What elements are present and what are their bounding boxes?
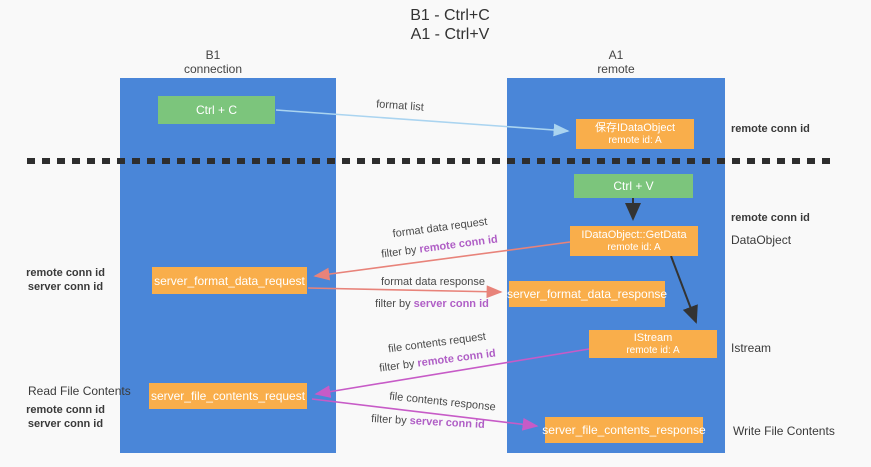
server-file-contents-response-label: server_file_contents_response xyxy=(542,423,706,437)
filter-by-prefix: filter by xyxy=(375,298,414,310)
write-file-contents-label: Write File Contents xyxy=(733,424,835,438)
format-list-label: format list xyxy=(375,98,425,114)
lifeline-a1-name: A1 xyxy=(608,48,624,62)
filter-key-remote-conn-id: remote conn id xyxy=(418,233,499,256)
server-format-data-request-label: server_format_data_request xyxy=(154,273,305,288)
filter-by-prefix: filter by xyxy=(378,357,419,375)
server-format-data-response-box: server_format_data_response xyxy=(506,281,668,307)
file-contents-response-filter-label: filter by server conn id xyxy=(348,412,508,432)
istream-line2: remote id: A xyxy=(626,344,680,356)
ctrl-c-label: Ctrl + C xyxy=(195,103,237,117)
format-data-response-arrow xyxy=(307,285,503,299)
istream-box: IStream remote id: A xyxy=(589,330,717,358)
filter-by-prefix: filter by xyxy=(380,243,421,261)
server-file-contents-request-box: server_file_contents_request xyxy=(149,383,307,409)
dataobject-label: DataObject xyxy=(731,233,792,247)
ctrl-v-label: Ctrl + V xyxy=(613,179,654,193)
filter-by-prefix: filter by xyxy=(370,413,410,428)
save-idataobject-line2: remote id: A xyxy=(608,134,662,146)
right-remote-conn-id-mid-label: remote conn id xyxy=(731,212,810,224)
format-data-response-filter-label: filter by server conn id xyxy=(352,298,512,310)
ctrl-c-box: Ctrl + C xyxy=(158,96,275,124)
filter-key-remote-conn-id: remote conn id xyxy=(416,347,497,370)
left-remote-conn-id-bottom-label: remote conn id xyxy=(26,404,105,416)
save-idataobject-line1: 保存IDataObject xyxy=(594,121,676,134)
server-file-contents-request-label: server_file_contents_request xyxy=(150,389,306,403)
lifeline-a1-role: remote xyxy=(597,62,635,76)
lifeline-b1-role: connection xyxy=(183,62,243,76)
server-file-contents-response-box: server_file_contents_response xyxy=(542,417,706,443)
lifeline-header-b1: B1 connection xyxy=(153,48,273,76)
diagram-title: B1 - Ctrl+C A1 - Ctrl+V xyxy=(300,6,600,44)
lifeline-header-a1: A1 remote xyxy=(556,48,676,76)
file-contents-response-label: file contents response xyxy=(388,390,497,414)
read-file-contents-label: Read File Contents xyxy=(28,384,131,398)
idataobject-getdata-box: IDataObject::GetData remote id: A xyxy=(570,226,698,256)
filter-key-server-conn-id: server conn id xyxy=(409,415,486,431)
title-line-1: B1 - Ctrl+C xyxy=(410,7,490,24)
getdata-line1: IDataObject::GetData xyxy=(581,228,687,241)
right-remote-conn-id-top-label: remote conn id xyxy=(731,123,810,135)
session-divider-dashed-line xyxy=(27,158,830,164)
left-remote-conn-id-top-label: remote conn id xyxy=(26,267,105,279)
ctrl-v-box: Ctrl + V xyxy=(574,174,693,198)
server-format-data-request-box: server_format_data_request xyxy=(152,267,307,294)
format-data-response-label: format data response xyxy=(381,276,485,288)
getdata-line2: remote id: A xyxy=(607,241,661,253)
server-format-data-response-label: server_format_data_response xyxy=(506,287,668,301)
save-idataobject-box: 保存IDataObject remote id: A xyxy=(576,119,694,149)
lifeline-b1-name: B1 xyxy=(205,48,221,62)
left-server-conn-id-top-label: server conn id xyxy=(27,281,104,293)
istream-line1: IStream xyxy=(633,331,673,344)
filter-key-server-conn-id: server conn id xyxy=(413,298,489,310)
istream-side-label: Istream xyxy=(731,341,772,355)
left-server-conn-id-bottom-label: server conn id xyxy=(27,418,104,430)
title-line-2: A1 - Ctrl+V xyxy=(410,26,490,43)
